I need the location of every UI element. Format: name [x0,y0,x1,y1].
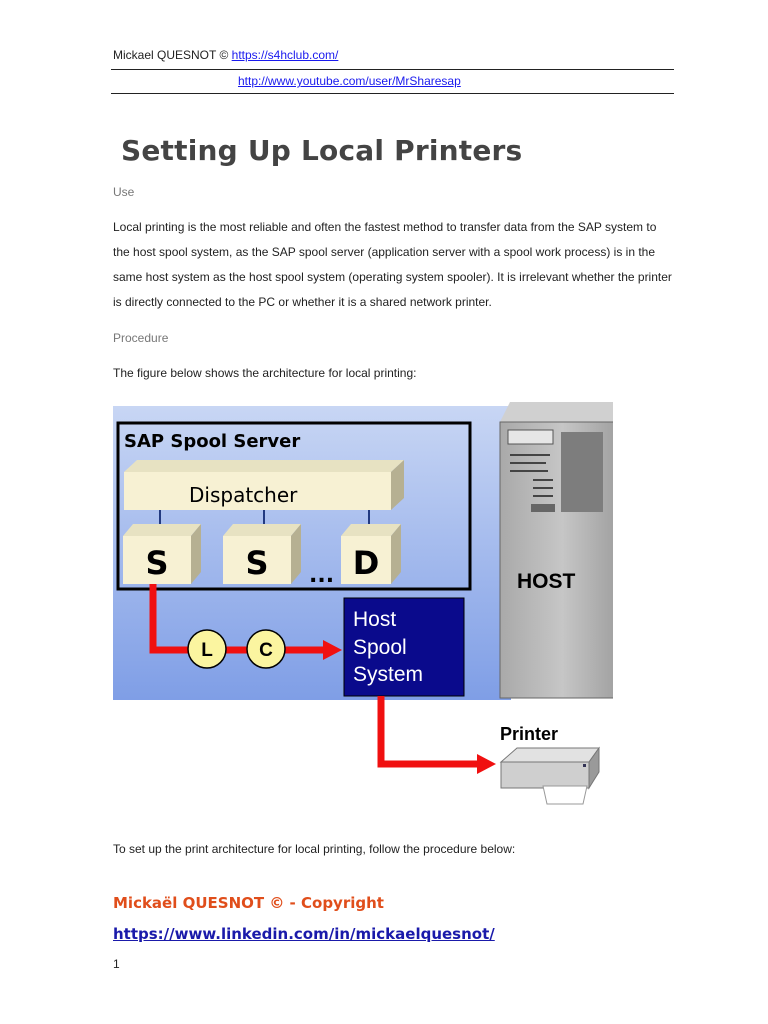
dispatcher-label: Dispatcher [189,483,298,507]
author-name: Mickael QUESNOT © [113,48,232,62]
circle-l [187,629,227,669]
footer-copyright: Mickaël QUESNOT © - Copyright [113,894,384,912]
printer-icon [499,746,600,805]
circle-c [246,629,286,669]
process-s2-label: S [245,544,268,582]
flow-arrowhead-1 [323,640,342,660]
process-s1-label: S [145,544,168,582]
sap-spool-server-box [116,421,472,591]
printer-label: Printer [500,724,558,744]
flow-arrowhead-2 [477,754,496,774]
sap-spool-server-label: SAP Spool Server [124,431,300,452]
dispatcher-block [124,460,404,510]
circle-c-label: C [259,640,273,661]
procedure-after-figure: To set up the print architecture for loc… [113,842,516,856]
procedure-intro: The figure below shows the architecture … [113,366,417,380]
process-cube-s2 [223,524,301,584]
host-spool-line-1: Host [353,608,396,631]
circle-l-label: L [201,640,213,661]
header-divider-top [111,69,674,70]
process-d-label: D [353,544,380,582]
use-heading: Use [113,185,135,199]
header-divider-bottom [111,93,674,94]
youtube-link[interactable]: http://www.youtube.com/user/MrSharesap [238,74,461,88]
host-spool-line-2: Spool [353,636,407,659]
host-spool-system-box [343,597,465,697]
procedure-heading: Procedure [113,331,169,345]
page-number: 1 [113,957,120,971]
host-label: HOST [517,570,576,593]
process-cube-s1 [123,524,201,584]
ellipsis-label: ... [309,563,334,588]
host-spool-line-3: System [353,663,423,686]
flow-arrow-to-printer [377,696,479,768]
site-link[interactable]: https://s4hclub.com/ [231,48,339,62]
header-author: Mickael QUESNOT © https://s4hclub.com/ [113,48,338,62]
use-paragraph: Local printing is the most reliable and … [113,220,672,309]
local-printing-architecture-diagram: HOST SAP Spool Server Dispatcher S S ...… [113,402,613,805]
process-cube-d [341,524,401,584]
page-title: Setting Up Local Printers [121,134,523,167]
linkedin-link[interactable]: https://www.linkedin.com/in/mickaelquesn… [113,925,495,943]
host-server-tower-icon [499,402,613,699]
